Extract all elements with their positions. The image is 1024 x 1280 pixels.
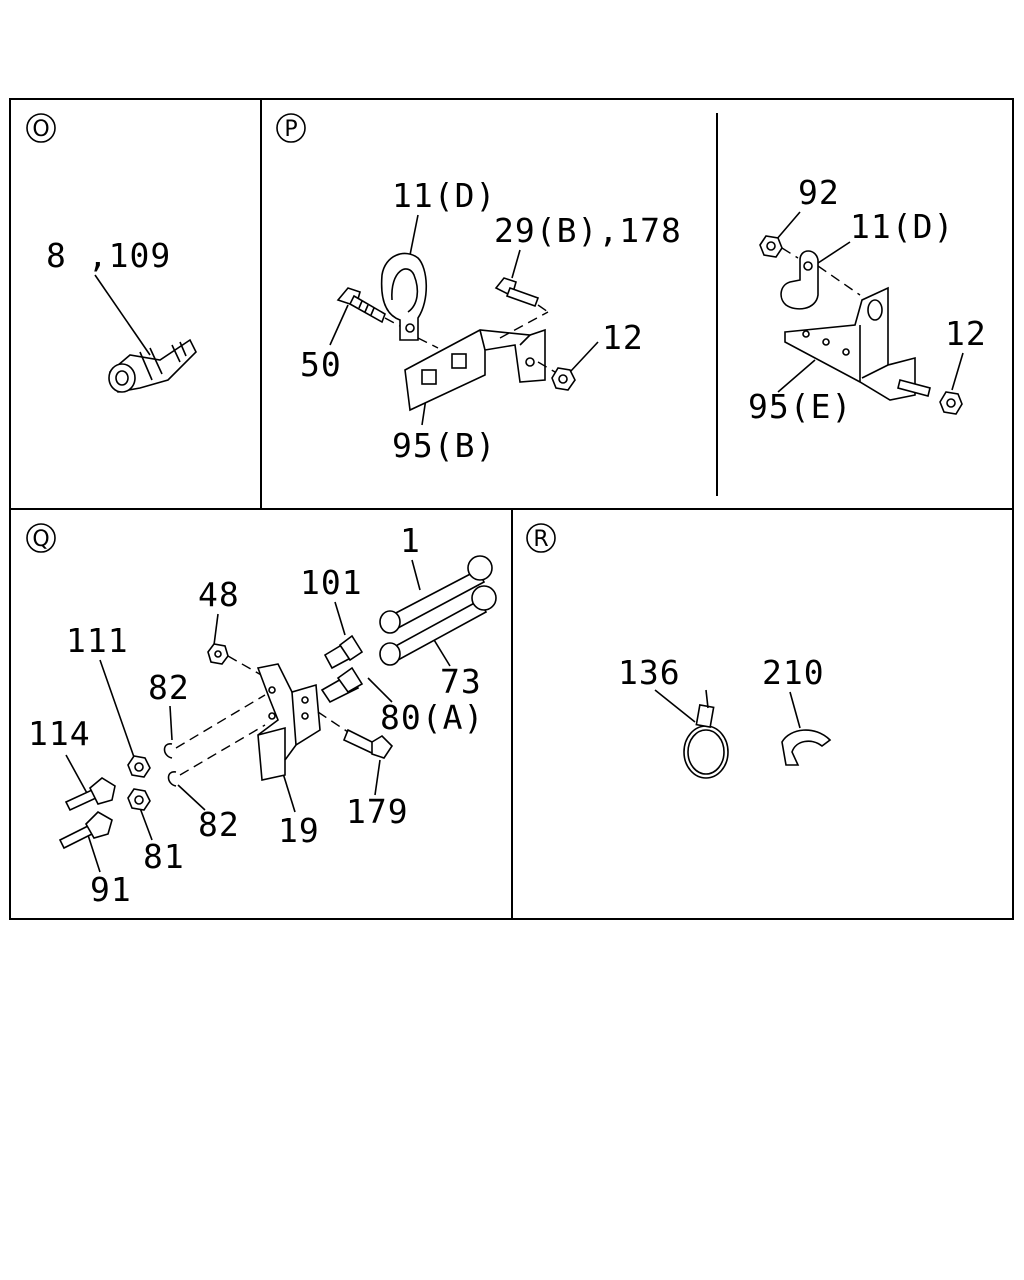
stud-part-80a bbox=[320, 666, 364, 704]
bracket-part-95e bbox=[784, 286, 916, 401]
label-part-73: 73 bbox=[440, 662, 482, 701]
label-part-91: 91 bbox=[90, 870, 132, 909]
label-part-1: 1 bbox=[400, 521, 421, 560]
label-part-8-109: 8 ,109 bbox=[46, 236, 171, 275]
clip-part-11d-left bbox=[380, 252, 428, 341]
label-part-50: 50 bbox=[300, 345, 342, 384]
label-part-179: 179 bbox=[346, 792, 409, 831]
clip-part-11d-right bbox=[780, 250, 819, 310]
washer-part-48 bbox=[207, 643, 229, 665]
section-q-marker: Q bbox=[26, 523, 56, 553]
section-q-letter: Q bbox=[32, 527, 49, 552]
nut-part-111 bbox=[127, 755, 151, 778]
section-r-marker: R bbox=[526, 523, 556, 553]
fitting-part-8 bbox=[108, 338, 197, 393]
label-part-210: 210 bbox=[762, 653, 825, 692]
label-part-81: 81 bbox=[143, 837, 185, 876]
label-part-95e: 95(E) bbox=[748, 387, 852, 426]
diagram-frame bbox=[9, 98, 1014, 920]
nut-part-92 bbox=[759, 235, 783, 258]
section-q: Q 1 101 48 111 82 73 80(A) 114 179 82 19… bbox=[26, 521, 497, 909]
label-part-111: 111 bbox=[66, 621, 129, 660]
label-part-95b: 95(B) bbox=[392, 426, 496, 465]
section-o-marker: O bbox=[26, 113, 56, 143]
bracket-part-19 bbox=[256, 663, 321, 781]
ring-part-82-bottom bbox=[167, 771, 177, 787]
nut-part-81 bbox=[127, 788, 151, 811]
label-part-114: 114 bbox=[28, 714, 91, 753]
stud-part-101 bbox=[323, 634, 364, 670]
section-p: P 11(D) 29(B),178 50 12 95(B) bbox=[276, 113, 987, 465]
section-o: O 8 ,109 bbox=[26, 113, 197, 393]
section-p-letter: P bbox=[284, 117, 297, 142]
label-part-136: 136 bbox=[618, 653, 681, 692]
label-part-48: 48 bbox=[198, 575, 240, 614]
bolt-part-29b bbox=[494, 277, 540, 308]
band-part-210 bbox=[781, 729, 832, 766]
section-p-marker: P bbox=[276, 113, 306, 143]
ring-part-82-top bbox=[163, 743, 173, 759]
label-part-29b-178: 29(B),178 bbox=[494, 211, 682, 250]
bolt-part-1 bbox=[379, 555, 493, 634]
label-part-12-right: 12 bbox=[945, 314, 987, 353]
label-part-11d-left: 11(D) bbox=[392, 176, 496, 215]
label-part-19: 19 bbox=[278, 811, 320, 850]
label-part-82-top: 82 bbox=[148, 668, 190, 707]
clamp-part-136 bbox=[683, 689, 729, 779]
label-part-11d-right: 11(D) bbox=[850, 207, 954, 246]
section-o-letter: O bbox=[32, 117, 49, 142]
label-part-82-bottom: 82 bbox=[198, 805, 240, 844]
label-part-80a: 80(A) bbox=[380, 698, 484, 737]
nut-part-12-right bbox=[939, 391, 963, 415]
bolt-part-right bbox=[897, 379, 931, 397]
label-part-101: 101 bbox=[300, 563, 363, 602]
bracket-part-95b bbox=[404, 328, 546, 412]
terminal-part-91 bbox=[58, 811, 113, 850]
label-part-92: 92 bbox=[798, 173, 840, 212]
bolt-part-179 bbox=[342, 728, 394, 759]
bolt-part-73 bbox=[379, 585, 497, 666]
nut-part-12-left bbox=[551, 367, 576, 391]
terminal-part-114 bbox=[64, 777, 116, 812]
section-r: R 136 210 bbox=[526, 523, 832, 779]
bolt-part-50 bbox=[336, 287, 386, 324]
label-part-12-left: 12 bbox=[602, 318, 644, 357]
section-r-letter: R bbox=[533, 527, 548, 552]
